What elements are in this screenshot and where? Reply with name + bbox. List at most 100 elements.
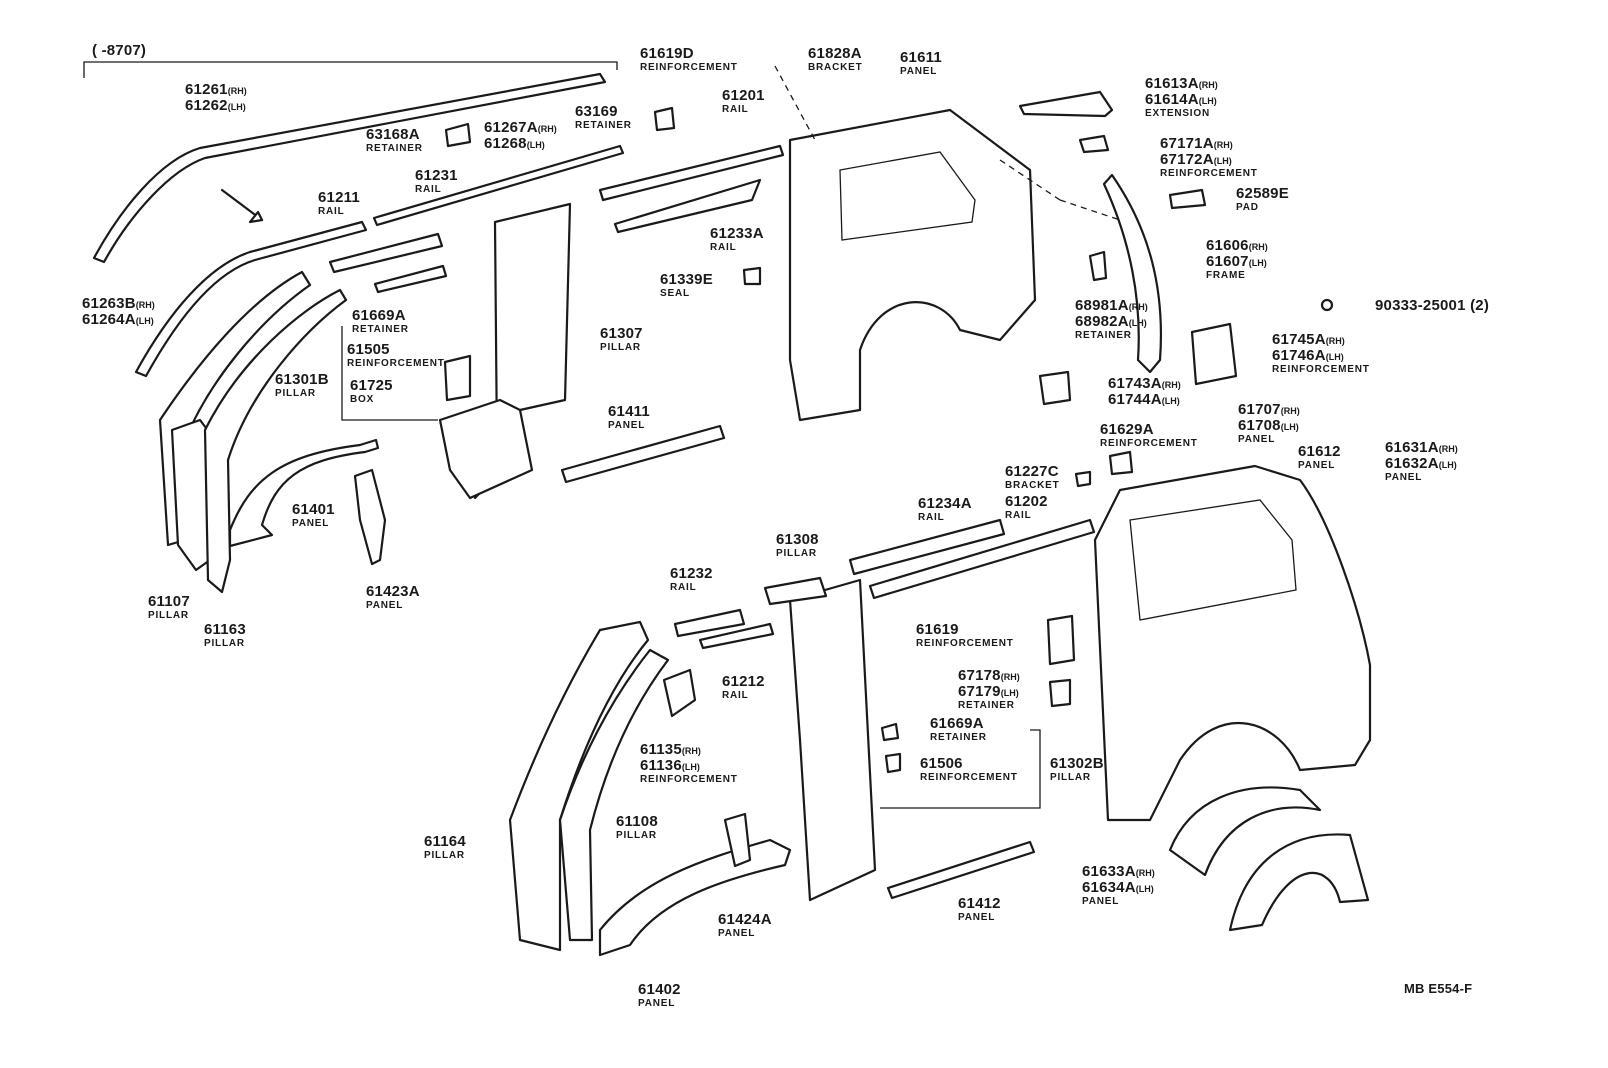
rail-61232 [673, 608, 746, 638]
box-61725 [443, 354, 472, 402]
retainer-68981a [1088, 250, 1108, 282]
group-bracket-upper [341, 326, 438, 421]
direction-arrow-head [248, 210, 264, 224]
label-67178: 67178(RH) 67179(LH) RETAINER [958, 667, 1020, 711]
rocker-panel-61307 [438, 398, 534, 500]
label-67171a: 67171A(RH) 67172A(LH) REINFORCEMENT [1160, 135, 1258, 179]
header-bracket [83, 61, 618, 78]
label-61263b: 61263B(RH) 61264A(LH) [82, 295, 155, 328]
retainer-63169 [653, 106, 676, 132]
outer-arch-61631a [1228, 833, 1370, 932]
label-68981a: 68981A(RH) 68982A(LH) RETAINER [1075, 297, 1148, 341]
reinforcement-61619 [1046, 614, 1076, 666]
rail-61234a [848, 518, 1006, 576]
panel-61402 [598, 838, 792, 957]
label-61606: 61606(RH) 61607(LH) FRAME [1206, 237, 1268, 281]
retainer-61669a-lower [880, 722, 900, 742]
retainer-61743a [1038, 370, 1072, 406]
quarter-panel-61612 [1093, 464, 1372, 822]
front-wheel-arch-61401 [228, 438, 380, 548]
leader-dash-upper [774, 65, 1121, 221]
seal-61339e [742, 266, 762, 286]
panel-61423a [353, 468, 387, 566]
front-pillar-61301b [158, 270, 312, 547]
label-61633a: 61633A(RH) 61634A(LH) PANEL [1082, 863, 1155, 907]
drip-moulding-61261 [92, 72, 607, 264]
rail-61201 [598, 144, 785, 202]
reinforcement-61135 [662, 668, 697, 718]
extension-61613a [1018, 90, 1114, 118]
retainer-63168a [444, 122, 472, 148]
label-61613a: 61613A(RH) 61614A(LH) EXTENSION [1145, 75, 1218, 119]
label-61631a: 61631A(RH) 61632A(LH) PANEL [1385, 439, 1458, 483]
clip-90333 [1320, 298, 1334, 312]
pad-62589e [1168, 188, 1207, 210]
bracket-61227c [1074, 470, 1092, 488]
quarter-panel-61611 [788, 108, 1037, 422]
label-61707: 61707(RH) 61708(LH) PANEL [1238, 401, 1300, 445]
rail-61211 [328, 232, 444, 274]
rail-61233a [613, 178, 762, 234]
reinforcement-61629a [1108, 450, 1134, 476]
inner-arch-61633a [1168, 786, 1322, 877]
rail-61202 [868, 518, 1096, 600]
front-pillar-61163 [203, 288, 348, 594]
diagram-ref: MB E554-F [1404, 981, 1473, 996]
header-range: ( -8707) [92, 42, 147, 59]
reinforcement-61745a [1190, 322, 1238, 386]
label-61745a: 61745A(RH) 61746A(LH) REINFORCEMENT [1272, 331, 1370, 375]
panel-61412 [886, 840, 1036, 900]
moulding-61267 [372, 144, 625, 227]
retainer-67178 [1048, 678, 1072, 708]
label-90333: 90333-25001 (2) [1375, 297, 1490, 314]
rail-61231 [373, 264, 448, 294]
frame-61606 [1102, 173, 1163, 374]
reinforcement-61506 [884, 752, 902, 774]
reinforcement-67171a [1078, 134, 1110, 154]
panel-61411 [560, 424, 726, 484]
group-bracket-lower [880, 729, 1041, 809]
label-61135: 61135(RH) 61136(LH) REINFORCEMENT [640, 741, 738, 785]
pillar-61108 [558, 648, 670, 942]
label-61261: 61261(RH) 61262(LH) [185, 81, 247, 114]
quarter-window-61611 [839, 151, 976, 241]
moulding-61263 [134, 220, 368, 378]
quarter-window-61612 [1129, 499, 1297, 621]
label-61267a: 61267A(RH) 61268(LH) [484, 119, 557, 152]
label-61743a: 61743A(RH) 61744A(LH) [1108, 375, 1181, 408]
